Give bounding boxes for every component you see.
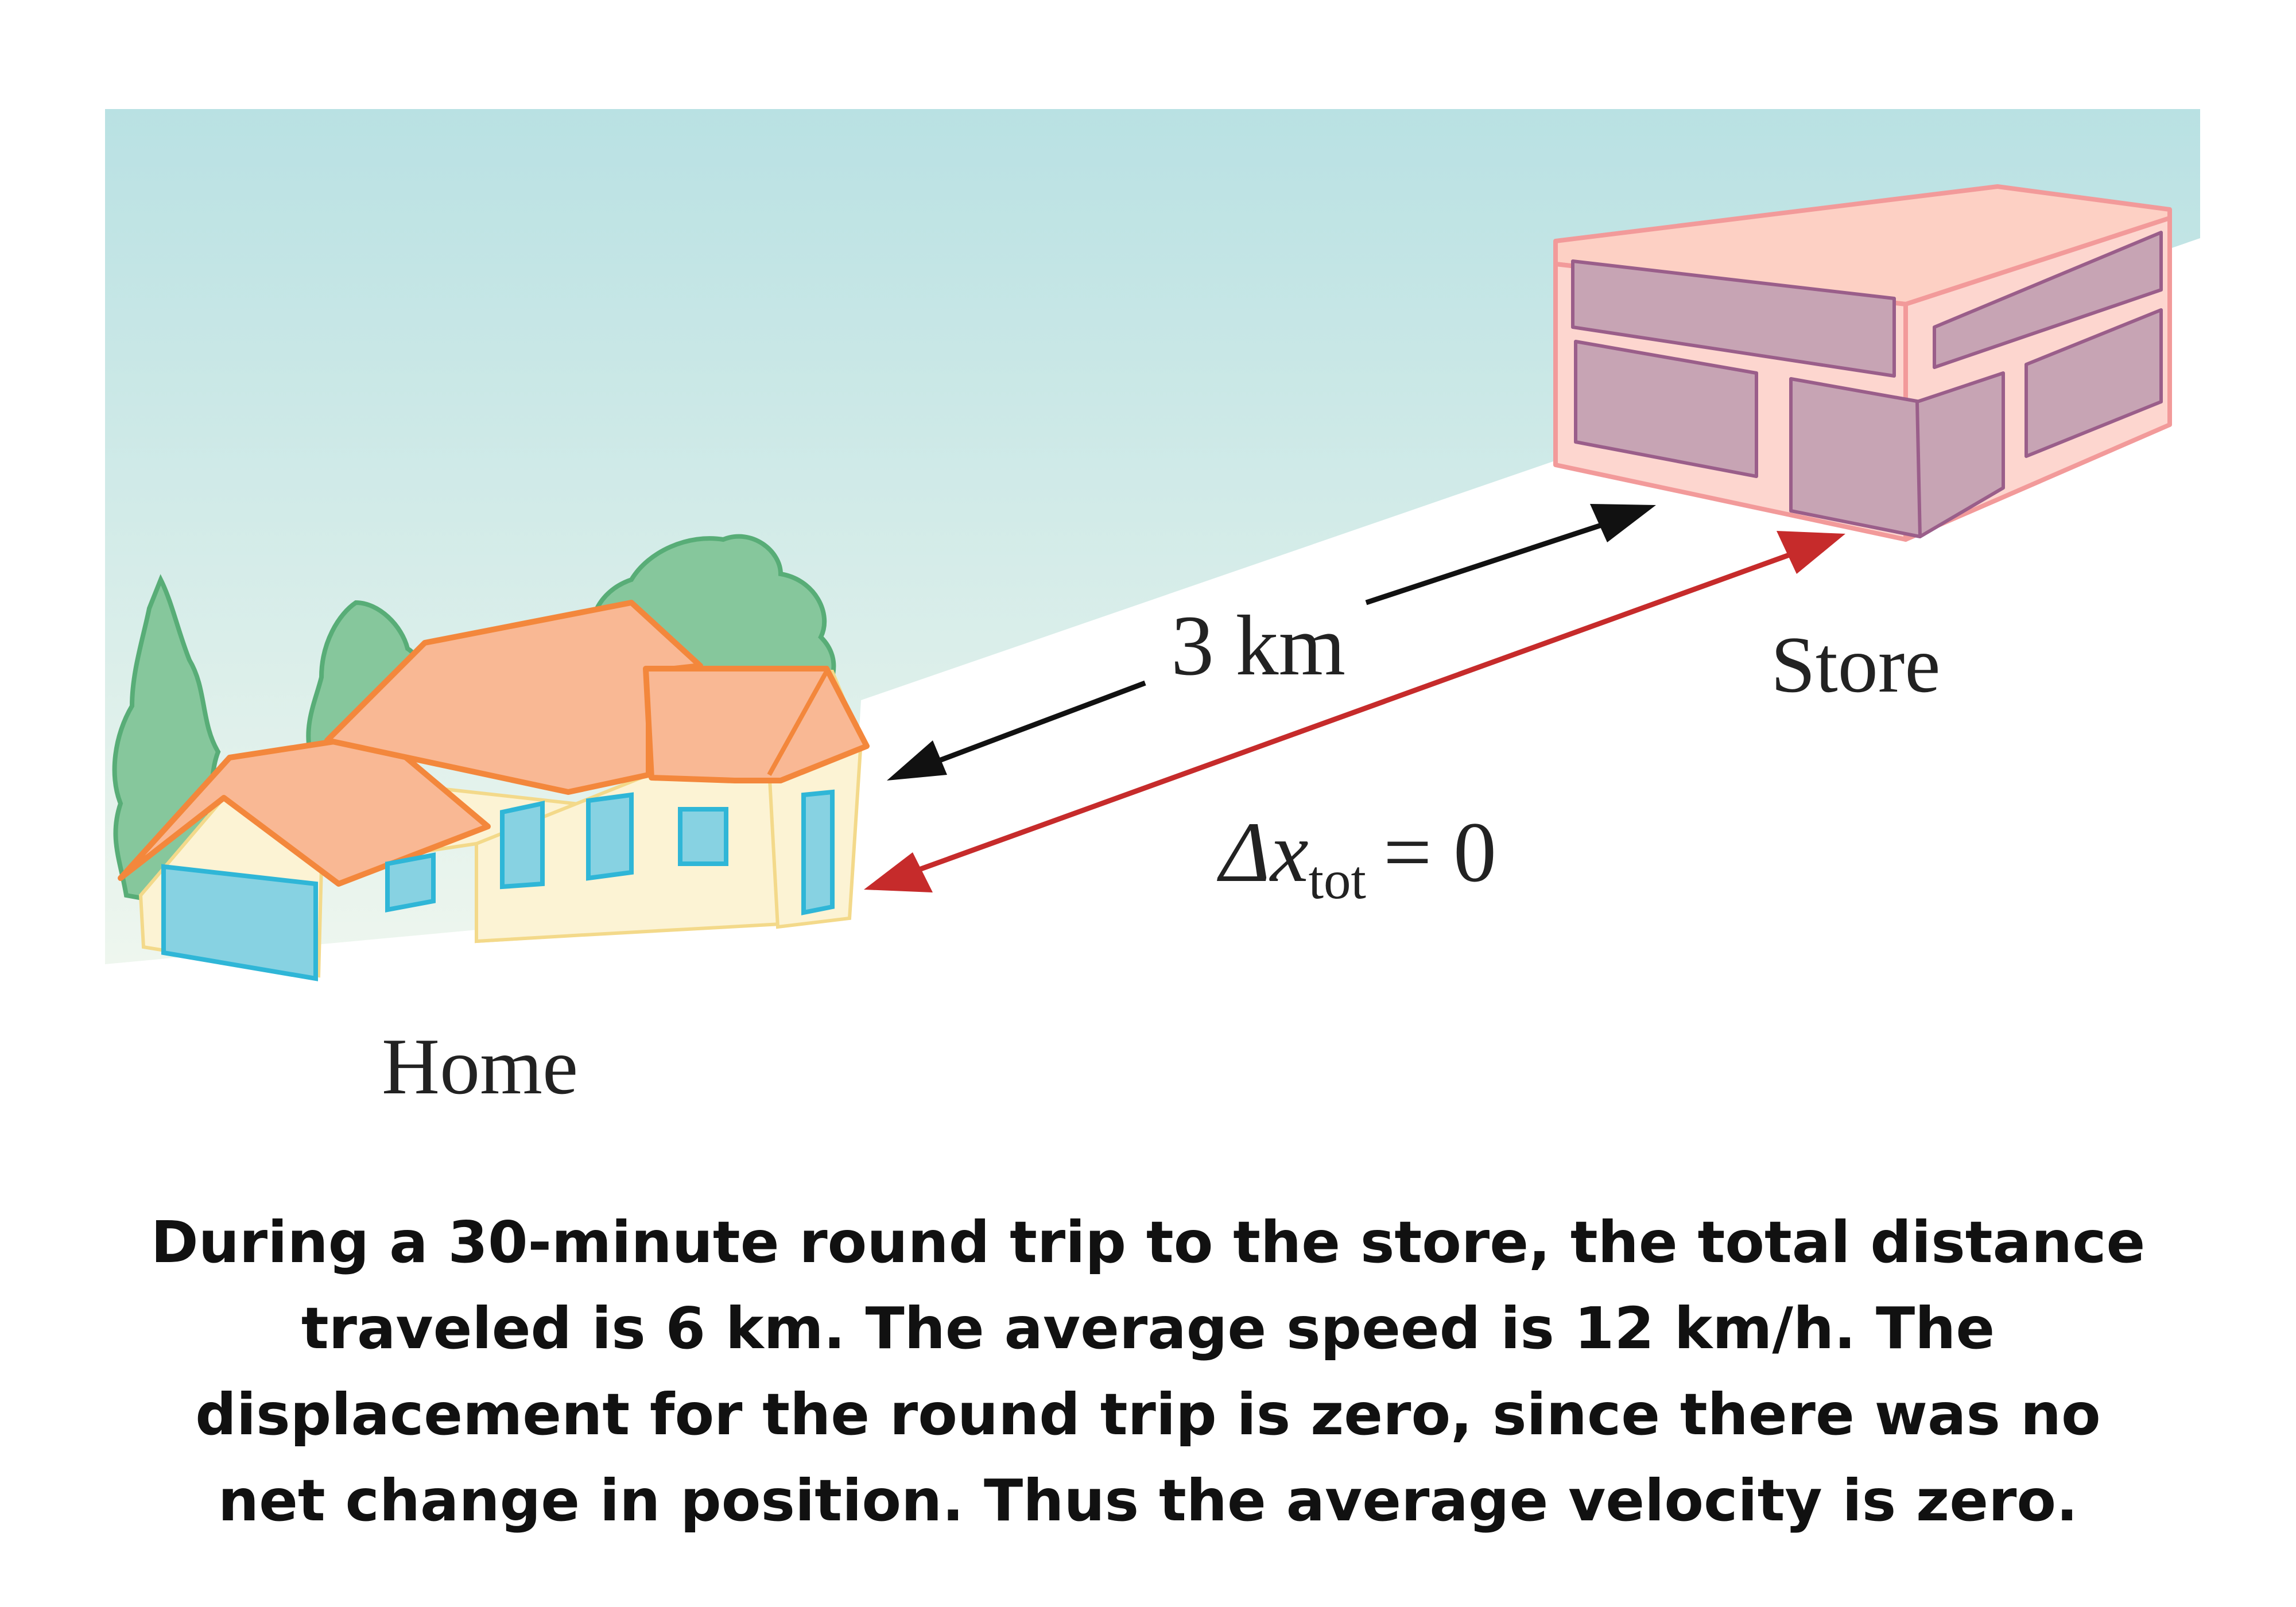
garage-door-icon [161, 864, 318, 981]
caption-text: During a 30-minute round trip to the sto… [150, 1209, 2146, 1534]
displacement-value: = 0 [1383, 805, 1496, 900]
home-label: Home [382, 1022, 578, 1111]
store-building-icon [1553, 184, 2172, 542]
window-icon [500, 801, 545, 890]
store-door-icon [1789, 377, 1922, 538]
store-window-icon [1574, 340, 1758, 478]
displacement-arrow [864, 531, 1845, 892]
displacement-label: Δxtot = 0 [1217, 805, 1496, 910]
displacement-subscript: tot [1309, 849, 1366, 910]
window-icon [385, 852, 436, 913]
window-icon [586, 792, 634, 881]
window-icon [801, 789, 835, 915]
arrowhead-icon [887, 740, 947, 781]
arrowhead-icon [864, 852, 933, 892]
store-window-icon [1933, 231, 2163, 369]
arrowhead-icon [1777, 531, 1845, 574]
window-icon [678, 807, 728, 866]
store-label: Store [1771, 620, 1941, 709]
garage-roof [118, 732, 491, 887]
house-icon [118, 600, 870, 981]
store-window-icon [1571, 259, 1896, 378]
store-window-icon [2024, 308, 2163, 458]
arrowhead-icon [1590, 504, 1656, 542]
distance-label: 3 km [1171, 598, 1345, 693]
distance-arrow [887, 504, 1656, 781]
displacement-symbol: Δx [1217, 805, 1309, 900]
store-window-icon [1915, 371, 2005, 538]
